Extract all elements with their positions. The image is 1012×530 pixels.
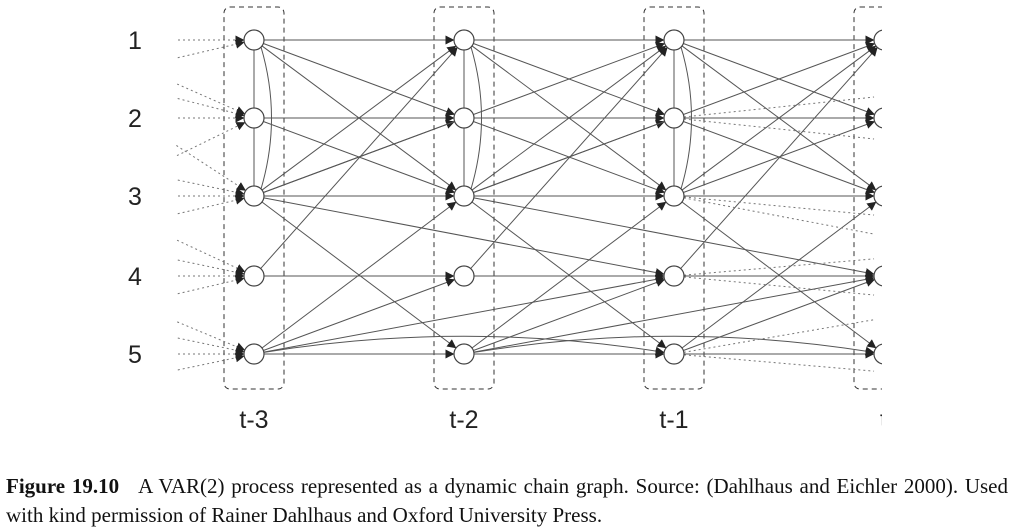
variable-node [453, 29, 475, 51]
directed-edge [261, 201, 457, 349]
dotted-edge [177, 259, 245, 277]
directed-edge [683, 120, 876, 193]
dotted-edge [683, 258, 875, 276]
dotted-edge [177, 337, 245, 355]
directed-edge [681, 201, 877, 349]
dotted-edge [683, 96, 875, 118]
row-label: 2 [128, 105, 142, 133]
directed-edge [261, 45, 457, 191]
time-slice-box [433, 6, 495, 390]
directed-edge [471, 45, 667, 191]
variable-node [453, 265, 475, 287]
row-label: 1 [128, 27, 142, 55]
dotted-edge [176, 239, 246, 273]
directed-edge [473, 197, 875, 277]
variable-node [663, 107, 685, 129]
dotted-edge [177, 179, 245, 197]
directed-edge [470, 47, 668, 269]
directed-edge [263, 197, 665, 277]
time-slice-box [853, 6, 882, 390]
time-label: t-1 [659, 406, 688, 434]
directed-edge [473, 278, 666, 351]
variable-node [873, 107, 882, 129]
variable-node [663, 343, 685, 365]
variable-node [453, 343, 475, 365]
directed-edge [473, 274, 875, 353]
dotted-edge [683, 118, 875, 140]
variable-node [873, 29, 882, 51]
dotted-edge [683, 196, 875, 216]
directed-edge [263, 274, 665, 353]
variable-node [873, 265, 882, 287]
chain-graph-diagram: 1 2 3 4 5 t-3 t-2 t-1 t [128, 6, 902, 434]
variable-node [243, 107, 265, 129]
undirected-edge [891, 47, 902, 189]
time-label: t-3 [239, 406, 268, 434]
variable-node [453, 185, 475, 207]
directed-edge [263, 278, 456, 351]
caption-label: Figure 19.10 [6, 474, 120, 498]
time-label: t-2 [449, 406, 478, 434]
dotted-edge [177, 275, 245, 295]
lag2-edge [473, 335, 875, 356]
variable-node [663, 265, 685, 287]
row-label: 3 [128, 183, 142, 211]
time-slice-box [223, 6, 285, 390]
dotted-edge [176, 145, 246, 191]
figure-caption: Figure 19.10 A VAR(2) process represente… [6, 472, 1008, 530]
dotted-edge [177, 195, 245, 215]
time-label-partial: t [880, 406, 887, 434]
variable-node [873, 185, 882, 207]
variable-node [243, 265, 265, 287]
dotted-edge [683, 197, 875, 235]
directed-edge [680, 47, 878, 269]
row-label: 5 [128, 341, 142, 369]
directed-edge [263, 43, 456, 116]
directed-edge [681, 45, 877, 191]
directed-edge [683, 278, 876, 351]
time-slice-box [643, 6, 705, 390]
dotted-edge [683, 319, 875, 353]
variable-node [663, 29, 685, 51]
variable-node [243, 343, 265, 365]
dotted-edge [177, 97, 245, 118]
variable-node [453, 107, 475, 129]
dotted-edge [176, 83, 246, 115]
dotted-edge [177, 321, 246, 351]
variable-node [663, 185, 685, 207]
directed-edge [260, 47, 458, 269]
caption-text: A VAR(2) process represented as a dynami… [6, 474, 1009, 527]
dotted-edge [177, 39, 245, 59]
dotted-edge [683, 276, 875, 296]
row-label: 4 [128, 263, 142, 291]
variable-node [873, 343, 882, 365]
variable-node [243, 29, 265, 51]
dotted-edge [177, 353, 245, 371]
dotted-edge [176, 121, 246, 157]
variable-node [243, 185, 265, 207]
lag2-edge [263, 335, 665, 356]
dotted-edge [683, 354, 875, 372]
directed-edge [471, 201, 667, 349]
